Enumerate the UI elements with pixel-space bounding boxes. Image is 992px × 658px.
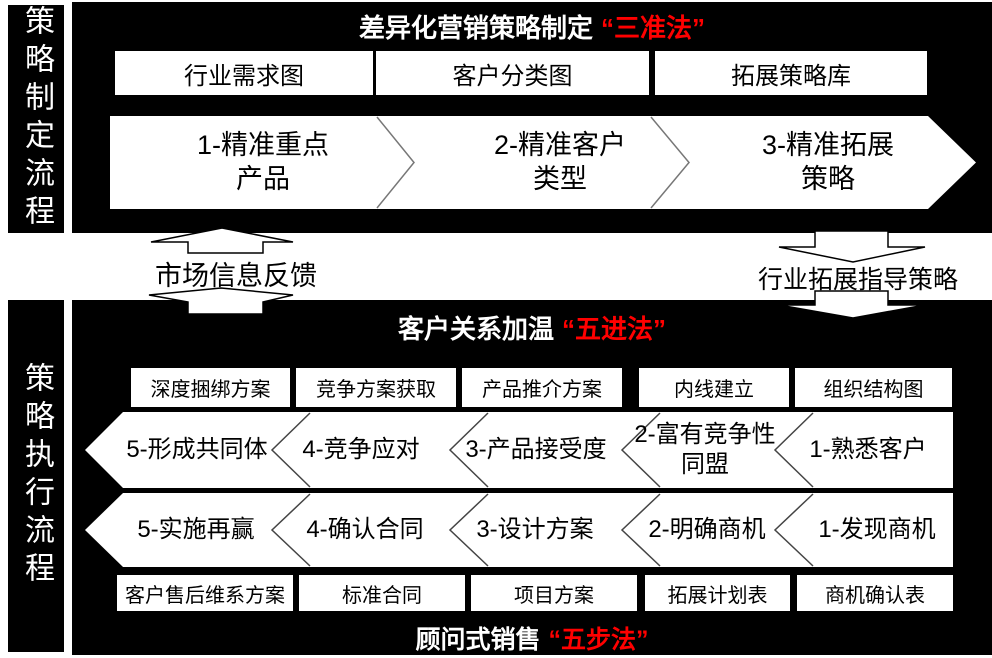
bottom-panel-footer: 顾问式销售“五步法” <box>72 620 992 656</box>
top-panel-title-text: 差异化营销策略制定 <box>358 13 593 43</box>
step-precise-key-products: 1-精准重点 产品 <box>196 129 329 194</box>
industry-expansion-guidance-label: 行业拓展指导策略 <box>757 266 958 294</box>
top-panel-title: 差异化营销策略制定 “三准法” <box>72 8 992 45</box>
bottom-panel-title: 客户关系加温 “五进法” <box>72 309 992 346</box>
box-after-sales-maintenance-plan: 客户售后维系方案 <box>117 575 293 611</box>
step-product-acceptance: 3-产品接受度 <box>465 436 607 463</box>
box-customer-classification-map: 客户分类图 <box>376 51 649 95</box>
footer-accent: “五步法” <box>548 626 649 654</box>
strategy-formulation-panel: 差异化营销策略制定 “三准法” 行业需求图 客户分类图 拓展策略库 1-精准重点 … <box>72 2 992 233</box>
step-competition-response: 4-竞争应对 <box>302 436 420 463</box>
box-insider-establishment: 内线建立 <box>639 368 789 407</box>
box-competitor-plan-acquisition: 竞争方案获取 <box>296 368 456 407</box>
step-design-solution: 3-设计方案 <box>476 516 594 543</box>
box-deep-binding-plan: 深度捆绑方案 <box>131 368 290 407</box>
left-bar-label-bottom: 策略执行流程 <box>20 362 53 590</box>
box-standard-contract: 标准合同 <box>299 575 465 611</box>
step-discover-opportunity: 1-发现商机 <box>818 516 936 543</box>
bottom-panel-title-text: 客户关系加温 <box>397 314 554 344</box>
left-bar-strategy-formulation: 策略制定流程 <box>8 5 64 233</box>
step-know-customer: 1-熟悉客户 <box>809 436 927 463</box>
step-precise-expansion-strategy: 3-精准拓展 策略 <box>761 129 894 194</box>
box-expansion-plan-sheet: 拓展计划表 <box>645 575 790 611</box>
bottom-panel-title-accent: “五进法” <box>562 314 667 344</box>
five-step-relation-arrow <box>85 412 953 488</box>
footer-text: 顾问式销售 <box>415 626 541 654</box>
box-opportunity-confirmation-sheet: 商机确认表 <box>797 575 953 611</box>
step-implement-win-again: 5-实施再赢 <box>137 516 255 543</box>
guidance-down-arrow <box>778 230 926 319</box>
five-step-sales-arrow <box>85 493 953 567</box>
step-form-community: 5-形成共同体 <box>126 436 268 463</box>
step-precise-customer-types: 2-精准客户 类型 <box>493 129 626 194</box>
box-organization-chart: 组织结构图 <box>795 368 952 407</box>
box-project-proposal: 项目方案 <box>471 575 637 611</box>
left-bar-strategy-execution: 策略执行流程 <box>8 300 64 652</box>
step-competitive-alliance: 2-富有竞争性 同盟 <box>634 421 776 478</box>
left-bar-label-top: 策略制定流程 <box>20 5 53 233</box>
market-feedback-label: 市场信息反馈 <box>155 261 317 291</box>
step-confirm-contract: 4-确认合同 <box>306 516 424 543</box>
top-panel-title-accent: “三准法” <box>601 13 706 43</box>
box-expansion-strategy-library: 拓展策略库 <box>655 51 927 95</box>
step-clarify-opportunity: 2-明确商机 <box>648 516 766 543</box>
strategy-execution-panel: 客户关系加温 “五进法” 深度捆绑方案 竞争方案获取 产品推介方案 内线建立 组织… <box>72 300 992 655</box>
three-step-right-arrow <box>110 116 976 209</box>
feedback-up-arrow <box>148 227 294 315</box>
box-industry-demand-map: 行业需求图 <box>115 51 373 95</box>
box-product-promotion-plan: 产品推介方案 <box>462 368 622 407</box>
